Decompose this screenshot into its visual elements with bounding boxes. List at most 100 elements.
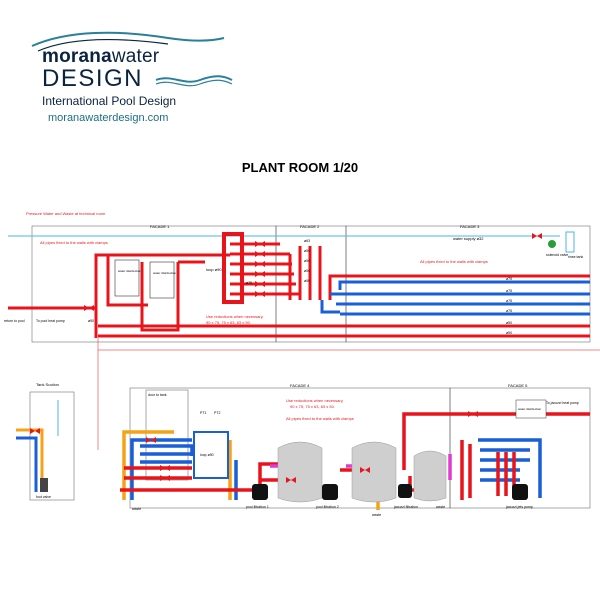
upper-reduction-note-2: 90 x 75, 75 x 63, 63 x 50.: [206, 320, 251, 325]
company-logo: moranawater DESIGN International Pool De…: [28, 28, 233, 133]
logo-url: moranawaterdesign.com: [48, 112, 169, 124]
door-to-tank: [145, 389, 189, 481]
water-disinfection-unit-2: [149, 261, 175, 299]
valve-icon: [532, 233, 542, 239]
size-label-3: ø50: [304, 259, 310, 263]
door-to-tank-label: door to tank: [148, 393, 167, 397]
valve-icon: [255, 261, 265, 267]
lower-reduction-note-2: 90 x 75, 75 x 63, 63 x 50.: [290, 404, 335, 409]
logo-brand-line: moranawater: [42, 46, 160, 67]
size-label-2: ø50: [304, 249, 310, 253]
size-label-13: ø75: [246, 281, 252, 285]
pumps: [252, 484, 528, 500]
size-label-4: ø50: [304, 269, 310, 273]
lower-loop-label: loop ø90: [200, 453, 214, 457]
logo-wave-graphic: [31, 31, 225, 52]
valve-icon: [360, 467, 370, 473]
solenoid-valve-icon: [548, 240, 556, 248]
solenoid-label: solenoid valve: [546, 253, 568, 257]
facade-1-label: FACADE 1: [150, 224, 170, 229]
pump-icon: [398, 484, 412, 498]
upper-valves: [84, 233, 542, 311]
valve-icon: [160, 465, 170, 471]
upper-reduction-note-1: Use reductions when necessary,: [206, 314, 264, 319]
size-label-7: ø75: [506, 289, 512, 293]
section-connector: [97, 338, 600, 351]
lower-loop-manifold: [193, 431, 229, 479]
filter-tanks: [277, 441, 447, 503]
pump-icon: [322, 484, 338, 500]
foot-valve-icon: [40, 478, 48, 492]
size-label-11: ø50: [506, 331, 512, 335]
pump-icon: [512, 484, 528, 500]
facade-3-frame: [345, 225, 591, 343]
waste-label-1: waste: [132, 507, 141, 511]
logo-brand-design: DESIGN: [42, 65, 144, 92]
pt1-label: PT1: [200, 411, 206, 415]
logo-wave-small: [155, 75, 233, 87]
facade-4-label: FACADE 4: [290, 383, 310, 388]
size-label-10: ø50: [506, 321, 512, 325]
lower-reduction-note-1: Use reductions when necessary,: [286, 398, 344, 403]
pump-label-3: jacuzzi filtration: [393, 505, 418, 509]
filter-tank-1: [277, 441, 323, 503]
size-label-1: ø63: [304, 239, 310, 243]
water-supply-label: water supply ø32: [453, 236, 484, 241]
upper-loop-label: loop ø90: [206, 267, 222, 272]
upper-fixing-note-right: All pipes fixed to the walls with clamps: [420, 259, 488, 264]
lower-water-disinfection: [515, 399, 547, 419]
waste-label-2: waste: [372, 513, 381, 517]
tank-suction-title: Tank Suction: [36, 382, 59, 387]
facade-5-frame: [449, 387, 591, 509]
pump-label-2: pool filtration 2: [316, 505, 339, 509]
size-label-12: ø50: [88, 319, 94, 323]
valve-icon: [255, 281, 265, 287]
valve-icon: [30, 428, 40, 434]
valve-icon: [468, 411, 478, 417]
size-label-8: ø75: [506, 299, 512, 303]
filter-tank-3: [413, 450, 447, 502]
water-disinfection-unit-1: [114, 259, 140, 297]
valve-icon: [286, 477, 296, 483]
facade-3-label: FACADE 3: [460, 224, 480, 229]
disinfection-2-label: water disinfection: [153, 271, 177, 275]
rinse-tank-label: rinse tank: [568, 255, 583, 259]
facade-5-label: FACADE 5: [508, 383, 528, 388]
pt2-label: PT2: [214, 411, 220, 415]
page-title: PLANT ROOM 1/20: [241, 160, 359, 175]
size-label-9: ø75: [506, 309, 512, 313]
filter-tank-2: [351, 441, 397, 503]
lower-valves: [30, 411, 478, 483]
upper-fixing-note-left: All pipes fixed to the walls with clamps: [40, 240, 108, 245]
lower-fixing-note: All pipes fixed to the walls with clamps: [286, 416, 354, 421]
tank-orange-pipe: [16, 428, 44, 490]
foot-valve-label: foot valve: [36, 495, 51, 499]
valve-icon: [84, 305, 94, 311]
heat-pump-label: To pool heat pump: [36, 319, 65, 323]
valve-icon: [160, 475, 170, 481]
valve-icon: [255, 291, 265, 297]
lower-blue-piping: [130, 438, 542, 500]
valve-icon: [255, 271, 265, 277]
upper-size-labels: ø63 ø50 ø50 ø50 ø50 ø75 ø75 ø75 ø75 ø50 …: [88, 239, 512, 335]
facade-2-label: FACADE 2: [300, 224, 320, 229]
rinse-tank-icon: [565, 231, 575, 253]
upper-blue-piping: [320, 280, 590, 316]
size-label-6: ø75: [506, 277, 512, 281]
pump-label-1: pool filtration 1: [246, 505, 269, 509]
waste-label-3: waste: [436, 505, 445, 509]
pump-icon: [252, 484, 268, 500]
lower-disinfection-label: water disinfection: [518, 407, 542, 411]
pump-label-4: jacuzzi jets pump: [505, 505, 533, 509]
tank-blue-pipe: [16, 436, 38, 492]
valve-icon: [146, 437, 156, 443]
valve-icon: [255, 241, 265, 247]
tank-suction-frame: [29, 391, 75, 501]
upper-note-red: Pressure Water and Waste at technical ro…: [26, 211, 106, 216]
disinfection-1-label: water disinfection: [118, 269, 142, 273]
lower-orange-piping: [122, 430, 380, 510]
upper-red-piping: [8, 242, 590, 338]
return-to-pool-label: return to pool: [4, 319, 25, 323]
upper-loop-manifold: [222, 232, 244, 304]
